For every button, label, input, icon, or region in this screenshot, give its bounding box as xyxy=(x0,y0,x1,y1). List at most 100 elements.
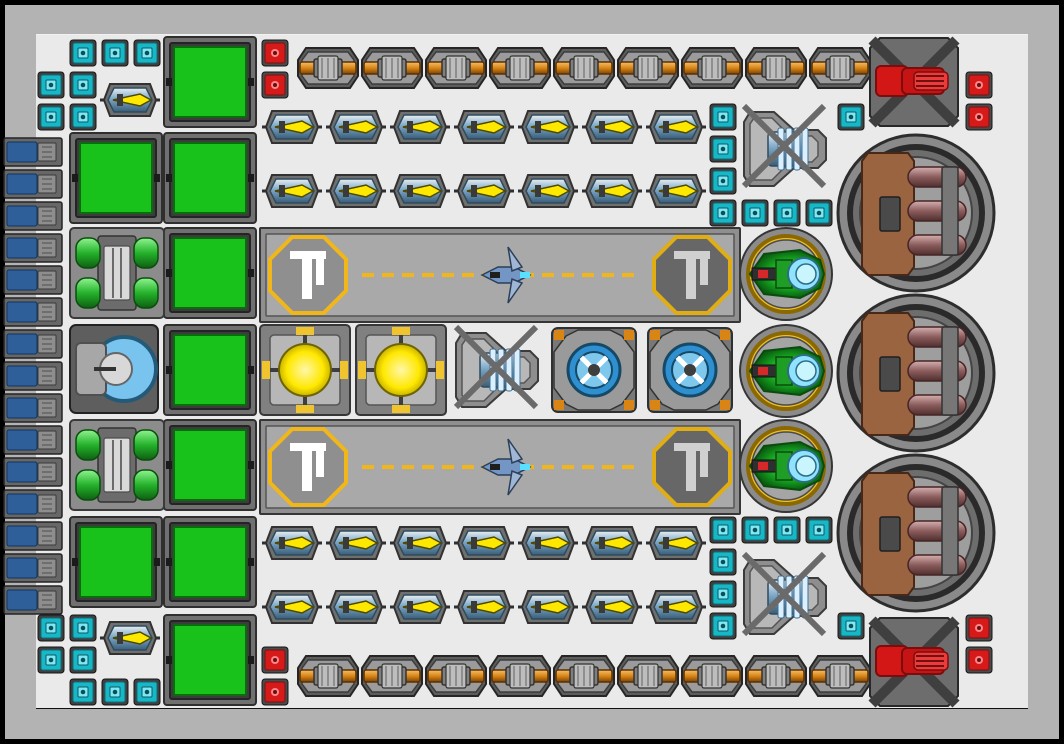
yellow-thruster-icon[interactable] xyxy=(326,590,386,624)
orange-engine-icon[interactable] xyxy=(297,655,359,697)
utility-pod-icon[interactable] xyxy=(69,324,159,414)
reactor-icon[interactable] xyxy=(355,324,447,416)
cyan-port-icon[interactable] xyxy=(37,614,65,642)
cyan-port-icon[interactable] xyxy=(837,103,865,131)
heavy-cannon-icon[interactable] xyxy=(836,133,996,293)
cyan-port-icon[interactable] xyxy=(709,167,737,195)
left-cargo-rack[interactable] xyxy=(3,425,63,455)
ship-icon[interactable] xyxy=(480,246,532,304)
yellow-thruster-icon[interactable] xyxy=(582,174,642,208)
cyan-port-icon[interactable] xyxy=(773,516,801,544)
yellow-thruster-icon[interactable] xyxy=(262,590,322,624)
cyan-port-icon[interactable] xyxy=(133,678,161,706)
green-storage-icon[interactable] xyxy=(163,132,257,224)
cyan-port-icon[interactable] xyxy=(709,548,737,576)
left-cargo-rack[interactable] xyxy=(3,489,63,519)
orange-engine-icon[interactable] xyxy=(361,655,423,697)
hangar-icon[interactable] xyxy=(259,419,741,515)
red-port-icon[interactable] xyxy=(965,103,993,131)
cyan-port-icon[interactable] xyxy=(741,199,769,227)
orange-engine-icon[interactable] xyxy=(809,655,871,697)
yellow-thruster-icon[interactable] xyxy=(262,110,322,144)
left-cargo-rack[interactable] xyxy=(3,329,63,359)
cyan-port-icon[interactable] xyxy=(69,71,97,99)
orange-engine-icon[interactable] xyxy=(361,47,423,89)
left-cargo-rack[interactable] xyxy=(3,265,63,295)
cyan-port-icon[interactable] xyxy=(709,580,737,608)
ship-icon[interactable] xyxy=(480,438,532,496)
yellow-thruster-icon[interactable] xyxy=(454,526,514,560)
turret-icon[interactable] xyxy=(739,324,833,418)
orange-engine-icon[interactable] xyxy=(809,47,871,89)
green-storage-icon[interactable] xyxy=(69,516,163,608)
orange-engine-icon[interactable] xyxy=(681,47,743,89)
left-cargo-rack[interactable] xyxy=(3,521,63,551)
cyan-port-icon[interactable] xyxy=(37,103,65,131)
orange-engine-icon[interactable] xyxy=(489,655,551,697)
cyan-port-icon[interactable] xyxy=(773,199,801,227)
red-port-icon[interactable] xyxy=(965,646,993,674)
orange-engine-icon[interactable] xyxy=(681,655,743,697)
orange-engine-icon[interactable] xyxy=(297,47,359,89)
red-port-icon[interactable] xyxy=(261,39,289,67)
reactor-icon[interactable] xyxy=(259,324,351,416)
heavy-cannon-icon[interactable] xyxy=(836,293,996,453)
yellow-thruster-icon[interactable] xyxy=(582,110,642,144)
yellow-thruster-icon[interactable] xyxy=(262,174,322,208)
orange-engine-icon[interactable] xyxy=(745,655,807,697)
left-cargo-rack[interactable] xyxy=(3,297,63,327)
drill-thruster[interactable] xyxy=(741,551,827,637)
yellow-thruster-icon[interactable] xyxy=(454,590,514,624)
cyan-port-icon[interactable] xyxy=(69,614,97,642)
turret-icon[interactable] xyxy=(739,227,833,321)
left-cargo-rack[interactable] xyxy=(3,361,63,391)
yellow-thruster-icon[interactable] xyxy=(518,174,578,208)
cyan-port-icon[interactable] xyxy=(709,199,737,227)
yellow-thruster-icon[interactable] xyxy=(326,174,386,208)
left-cargo-rack[interactable] xyxy=(3,457,63,487)
cyan-port-icon[interactable] xyxy=(37,71,65,99)
hangar-icon[interactable] xyxy=(259,227,741,323)
yellow-thruster-icon[interactable] xyxy=(390,590,450,624)
yellow-thruster-icon[interactable] xyxy=(518,110,578,144)
red-port-icon[interactable] xyxy=(965,71,993,99)
cyan-port-icon[interactable] xyxy=(101,678,129,706)
orange-engine-icon[interactable] xyxy=(745,47,807,89)
left-cargo-rack[interactable] xyxy=(3,201,63,231)
cyan-port-icon[interactable] xyxy=(133,39,161,67)
turret-icon[interactable] xyxy=(739,419,833,513)
yellow-thruster-icon[interactable] xyxy=(646,590,706,624)
orange-engine-icon[interactable] xyxy=(553,655,615,697)
cyan-port-icon[interactable] xyxy=(101,39,129,67)
left-cargo-rack[interactable] xyxy=(3,393,63,423)
green-storage-icon[interactable] xyxy=(163,516,257,608)
drill-thruster[interactable] xyxy=(741,103,827,189)
orange-engine-icon[interactable] xyxy=(425,655,487,697)
green-storage-icon[interactable] xyxy=(163,614,257,706)
yellow-thruster-icon[interactable] xyxy=(390,174,450,208)
cyan-port-icon[interactable] xyxy=(709,103,737,131)
yellow-thruster-icon[interactable] xyxy=(646,526,706,560)
orange-engine-icon[interactable] xyxy=(553,47,615,89)
cyan-port-icon[interactable] xyxy=(837,612,865,640)
green-storage-icon[interactable] xyxy=(163,324,257,416)
cyan-port-icon[interactable] xyxy=(709,516,737,544)
red-port-icon[interactable] xyxy=(261,71,289,99)
left-cargo-rack[interactable] xyxy=(3,169,63,199)
cyan-port-icon[interactable] xyxy=(741,516,769,544)
yellow-thruster-icon[interactable] xyxy=(518,526,578,560)
cyan-port-icon[interactable] xyxy=(709,612,737,640)
yellow-thruster-icon[interactable] xyxy=(326,526,386,560)
cyan-port-icon[interactable] xyxy=(37,646,65,674)
left-cargo-rack[interactable] xyxy=(3,553,63,583)
yellow-thruster-icon[interactable] xyxy=(454,110,514,144)
yellow-thruster-icon[interactable] xyxy=(100,621,160,655)
yellow-thruster-icon[interactable] xyxy=(646,174,706,208)
cyan-port-icon[interactable] xyxy=(805,516,833,544)
green-storage-icon[interactable] xyxy=(69,132,163,224)
cyan-port-icon[interactable] xyxy=(805,199,833,227)
drill-thruster[interactable] xyxy=(453,324,539,410)
yellow-thruster-icon[interactable] xyxy=(262,526,322,560)
coolant-fan-icon[interactable] xyxy=(551,327,637,413)
cyan-port-icon[interactable] xyxy=(69,103,97,131)
